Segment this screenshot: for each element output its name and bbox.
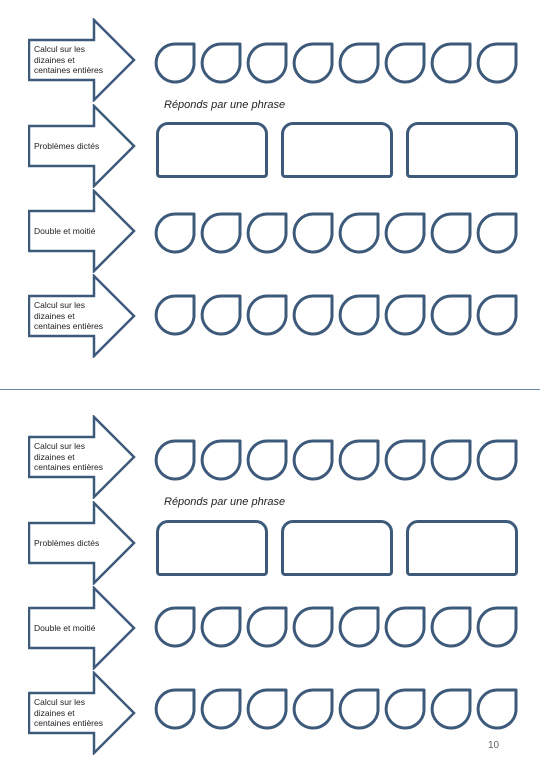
arrow-calcul-1: Calcul sur les dizaines et centaines ent… [28,18,136,102]
drop-answer-cell[interactable] [200,606,242,650]
answer-box-6[interactable] [406,520,518,576]
arrow-shape-icon [28,189,136,273]
drop-answer-cell[interactable] [338,294,380,338]
arrow-label: Calcul sur les dizaines et centaines ent… [34,44,103,76]
drop-answer-cell[interactable] [246,42,288,86]
drop-answer-cell[interactable] [338,606,380,650]
arrow-shape-icon [28,586,136,670]
arrow-shape-icon [28,415,136,499]
drop-answer-cell[interactable] [292,212,334,256]
answer-box-1[interactable] [156,122,268,178]
drop-answer-cell[interactable] [154,42,196,86]
arrow-shape-icon [28,274,136,358]
drop-answer-cell[interactable] [476,42,518,86]
drop-answer-cell[interactable] [292,294,334,338]
drop-answer-cell[interactable] [384,294,426,338]
arrow-label: Double et moitié [34,225,96,236]
drop-answer-cell[interactable] [338,42,380,86]
drop-row-3 [154,294,526,338]
drop-answer-cell[interactable] [246,439,288,483]
arrow-label: Double et moitié [34,622,96,633]
drop-answer-cell[interactable] [430,688,472,732]
section-divider [0,389,540,390]
hint-text: Réponds par une phrase [164,99,286,111]
arrow-label: Problèmes dictés [34,537,100,548]
drop-answer-cell[interactable] [154,294,196,338]
arrow-label: Calcul sur les dizaines et centaines ent… [34,300,103,332]
answer-box-2[interactable] [281,122,393,178]
arrow-shape-icon [28,18,136,102]
arrow-calcul-2: Calcul sur les dizaines et centaines ent… [28,274,136,358]
drop-answer-cell[interactable] [200,439,242,483]
hint-text: Réponds par une phrase [164,496,286,508]
drop-answer-cell[interactable] [430,439,472,483]
drop-answer-cell[interactable] [154,688,196,732]
drop-answer-cell[interactable] [200,294,242,338]
drop-answer-cell[interactable] [154,439,196,483]
drop-answer-cell[interactable] [476,439,518,483]
drop-answer-cell[interactable] [200,212,242,256]
drop-row-4 [154,439,526,483]
drop-answer-cell[interactable] [154,212,196,256]
arrow-shape-icon [28,671,136,755]
arrow-shape-icon [28,501,136,585]
arrow-problemes-1: Problèmes dictés [28,104,136,188]
drop-answer-cell[interactable] [338,688,380,732]
drop-row-6 [154,688,526,732]
drop-row-1 [154,42,526,86]
drop-answer-cell[interactable] [476,688,518,732]
arrow-label: Problèmes dictés [34,140,100,151]
drop-answer-cell[interactable] [246,688,288,732]
answer-box-3[interactable] [406,122,518,178]
drop-answer-cell[interactable] [430,212,472,256]
drop-answer-cell[interactable] [476,606,518,650]
drop-answer-cell[interactable] [430,294,472,338]
page-number: 10 [488,740,500,751]
drop-answer-cell[interactable] [292,439,334,483]
drop-answer-cell[interactable] [246,294,288,338]
arrow-label: Calcul sur les dizaines et centaines ent… [34,441,103,473]
answer-box-5[interactable] [281,520,393,576]
drop-answer-cell[interactable] [384,439,426,483]
drop-answer-cell[interactable] [384,688,426,732]
drop-answer-cell[interactable] [246,212,288,256]
drop-answer-cell[interactable] [292,688,334,732]
drop-answer-cell[interactable] [246,606,288,650]
arrow-label: Calcul sur les dizaines et centaines ent… [34,697,103,729]
drop-answer-cell[interactable] [292,606,334,650]
drop-answer-cell[interactable] [476,294,518,338]
drop-answer-cell[interactable] [430,42,472,86]
drop-answer-cell[interactable] [476,212,518,256]
drop-row-2 [154,212,526,256]
drop-answer-cell[interactable] [154,606,196,650]
drop-answer-cell[interactable] [338,439,380,483]
drop-row-5 [154,606,526,650]
drop-answer-cell[interactable] [384,212,426,256]
drop-answer-cell[interactable] [292,42,334,86]
answer-box-4[interactable] [156,520,268,576]
drop-answer-cell[interactable] [338,212,380,256]
arrow-calcul-4: Calcul sur les dizaines et centaines ent… [28,671,136,755]
drop-answer-cell[interactable] [200,688,242,732]
arrow-shape-icon [28,104,136,188]
drop-answer-cell[interactable] [200,42,242,86]
arrow-double-2: Double et moitié [28,586,136,670]
arrow-double-1: Double et moitié [28,189,136,273]
drop-answer-cell[interactable] [430,606,472,650]
drop-answer-cell[interactable] [384,42,426,86]
drop-answer-cell[interactable] [384,606,426,650]
arrow-calcul-3: Calcul sur les dizaines et centaines ent… [28,415,136,499]
arrow-problemes-2: Problèmes dictés [28,501,136,585]
